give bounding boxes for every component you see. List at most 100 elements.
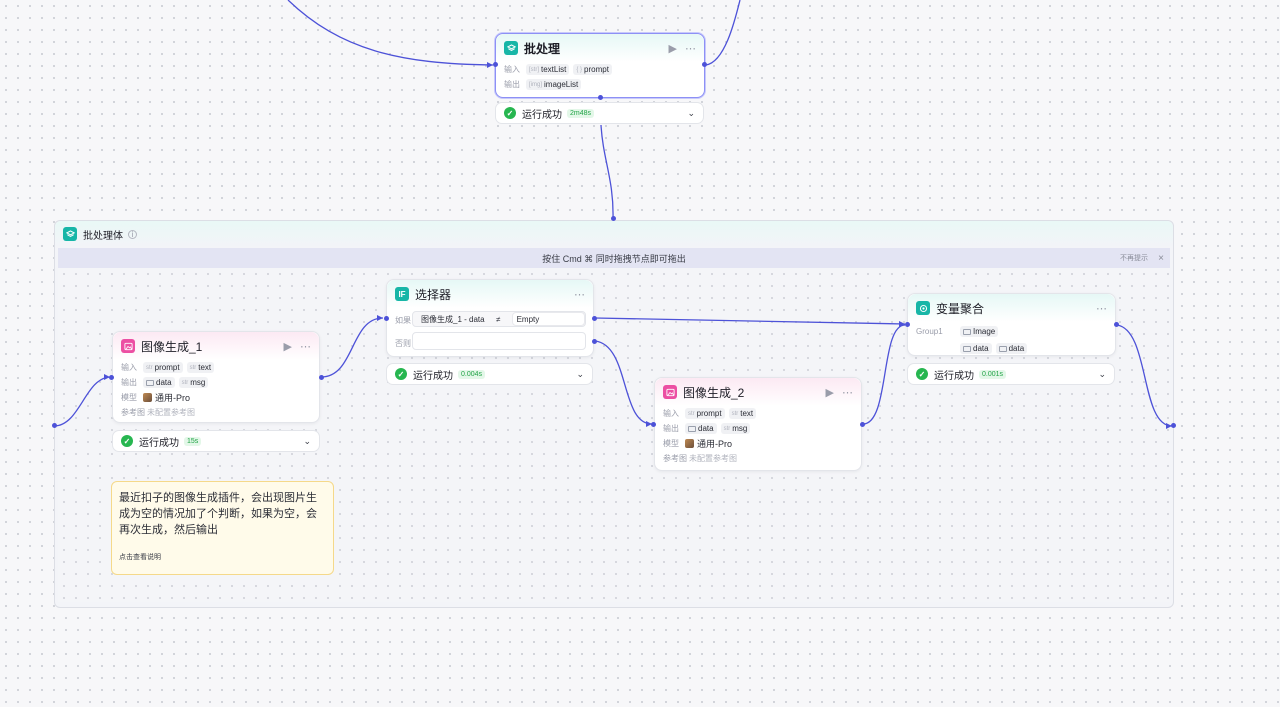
more-icon[interactable]: ⋯ <box>685 42 696 55</box>
condition-operator[interactable]: ≠ <box>496 314 501 324</box>
check-circle-icon: ✓ <box>395 368 407 380</box>
if-label: 如果 <box>395 316 411 325</box>
port-body-end[interactable] <box>1171 423 1176 428</box>
image-icon <box>121 339 135 353</box>
comment-note[interactable]: 最近扣子的图像生成插件，会出现图片生成为空的情况加了个判断，如果为空，会再次生成… <box>111 481 334 575</box>
batch-node-header: 批处理 ▶ ⋯ <box>496 34 704 62</box>
chevron-down-icon[interactable]: ⌄ <box>1098 368 1106 379</box>
param-name: imageList <box>544 80 579 89</box>
image-gen-1-ref: 参考图 未配置参考图 <box>113 405 319 420</box>
port-batch-in[interactable] <box>493 62 498 67</box>
output-label: 输出 <box>121 378 137 387</box>
status-time-badge: 2m48s <box>567 108 595 118</box>
group-label: Group1 <box>916 327 943 336</box>
port-selector-else[interactable] <box>592 339 597 344</box>
port-gen2-out[interactable] <box>860 422 865 427</box>
param-tag: { }prompt <box>573 64 612 75</box>
selector-node[interactable]: IF 选择器 ⋯ 如果 图像生成_1 - data ≠ Empty 否则 <box>386 279 594 357</box>
dismiss-hint-button[interactable]: 不再提示 <box>1120 255 1148 262</box>
image-gen-2-title: 图像生成_2 <box>683 385 745 400</box>
aggregator-header: 变量聚合 ⋯ <box>908 294 1115 322</box>
image-icon <box>663 385 677 399</box>
image-gen-1-status[interactable]: ✓ 运行成功 15s ⌄ <box>112 430 320 452</box>
condition-row[interactable]: 图像生成_1 - data ≠ Empty <box>412 311 586 327</box>
param-name: text <box>740 409 754 418</box>
batch-node-title: 批处理 <box>524 41 561 56</box>
batch-node-status[interactable]: ✓ 运行成功 2m48s ⌄ <box>495 102 704 124</box>
drag-hint-banner: 按住 Cmd ⌘ 同时拖拽节点即可拖出 不再提示 × <box>58 248 1170 268</box>
status-text: 运行成功 <box>522 109 562 121</box>
port-batch-body[interactable] <box>598 95 603 100</box>
input-label: 输入 <box>504 65 520 74</box>
drag-hint-text: 按住 Cmd ⌘ 同时拖拽节点即可拖出 <box>542 253 686 264</box>
more-icon[interactable]: ⋯ <box>300 340 311 353</box>
more-icon[interactable]: ⋯ <box>574 288 585 301</box>
condition-variable[interactable]: 图像生成_1 - data <box>421 314 485 324</box>
type-badge: { } <box>576 66 583 73</box>
type-badge: str <box>146 364 153 371</box>
check-circle-icon: ✓ <box>504 107 516 119</box>
info-icon[interactable]: i <box>128 229 137 239</box>
port-gen1-in[interactable] <box>109 375 114 380</box>
aggregator-status[interactable]: ✓ 运行成功 0.001s ⌄ <box>907 363 1115 385</box>
status-time-badge: 0.001s <box>979 369 1007 379</box>
chevron-down-icon[interactable]: ⌄ <box>687 107 695 118</box>
port-aggregator-in[interactable] <box>905 322 910 327</box>
note-text: 最近扣子的图像生成插件，会出现图片生成为空的情况加了个判断，如果为空，会再次生成… <box>119 492 317 536</box>
port-gen2-in[interactable] <box>651 422 656 427</box>
aggregator-group-row: Group1 Image <box>908 324 1115 339</box>
model-label: 模型 <box>121 393 137 402</box>
status-text: 运行成功 <box>413 370 453 382</box>
port-gen1-out[interactable] <box>319 375 324 380</box>
image-gen-2-ref: 参考图 未配置参考图 <box>655 451 861 466</box>
image-gen-2-model: 模型 通用-Pro <box>655 436 861 451</box>
chevron-down-icon[interactable]: ⌄ <box>303 435 311 446</box>
port-selector-in[interactable] <box>384 316 389 321</box>
param-name: data <box>973 344 989 353</box>
image-type-icon <box>146 379 154 386</box>
port-aggregator-out[interactable] <box>1114 322 1119 327</box>
chevron-down-icon[interactable]: ⌄ <box>576 368 584 379</box>
type-badge: str <box>731 410 739 417</box>
note-link[interactable]: 点击查看说明 <box>119 554 161 561</box>
aggregate-icon <box>916 301 930 315</box>
selector-status[interactable]: ✓ 运行成功 0.004s ⌄ <box>386 363 593 385</box>
run-icon[interactable]: ▶ <box>825 386 834 399</box>
image-type-icon <box>998 345 1007 352</box>
param-tag: data <box>143 377 175 388</box>
aggregator-node[interactable]: 变量聚合 ⋯ Group1 Image data data <box>907 293 1116 356</box>
port-selector-if[interactable] <box>592 316 597 321</box>
model-name: 通用-Pro <box>697 439 733 449</box>
param-name: msg <box>732 424 748 433</box>
run-icon[interactable]: ▶ <box>283 340 292 353</box>
more-icon[interactable]: ⋯ <box>1096 302 1107 315</box>
port-batch-out[interactable] <box>702 62 707 67</box>
status-text: 运行成功 <box>139 437 179 449</box>
layers-icon <box>504 41 518 55</box>
group-type-tag: Image <box>960 326 999 337</box>
batch-node[interactable]: 批处理 ▶ ⋯ 输入 [str]textList { }prompt 输出 [i… <box>495 33 705 98</box>
port-body-start[interactable] <box>52 423 57 428</box>
param-tag: data <box>995 343 1028 354</box>
image-type-icon <box>963 328 971 335</box>
port-body-in[interactable] <box>611 216 616 221</box>
more-icon[interactable]: ⋯ <box>842 386 853 399</box>
ref-label: 参考图 <box>121 408 145 417</box>
param-tag: data <box>960 343 992 354</box>
condition-value[interactable]: Empty <box>511 312 585 326</box>
close-icon[interactable]: × <box>1158 252 1164 264</box>
type-badge: [str] <box>529 66 539 73</box>
check-circle-icon: ✓ <box>916 368 928 380</box>
else-branch-field[interactable] <box>412 332 586 350</box>
type-badge: [img] <box>529 81 543 88</box>
batch-body-header: 批处理体 i <box>55 221 1173 247</box>
run-icon[interactable]: ▶ <box>668 42 677 55</box>
param-name: data <box>156 378 172 387</box>
